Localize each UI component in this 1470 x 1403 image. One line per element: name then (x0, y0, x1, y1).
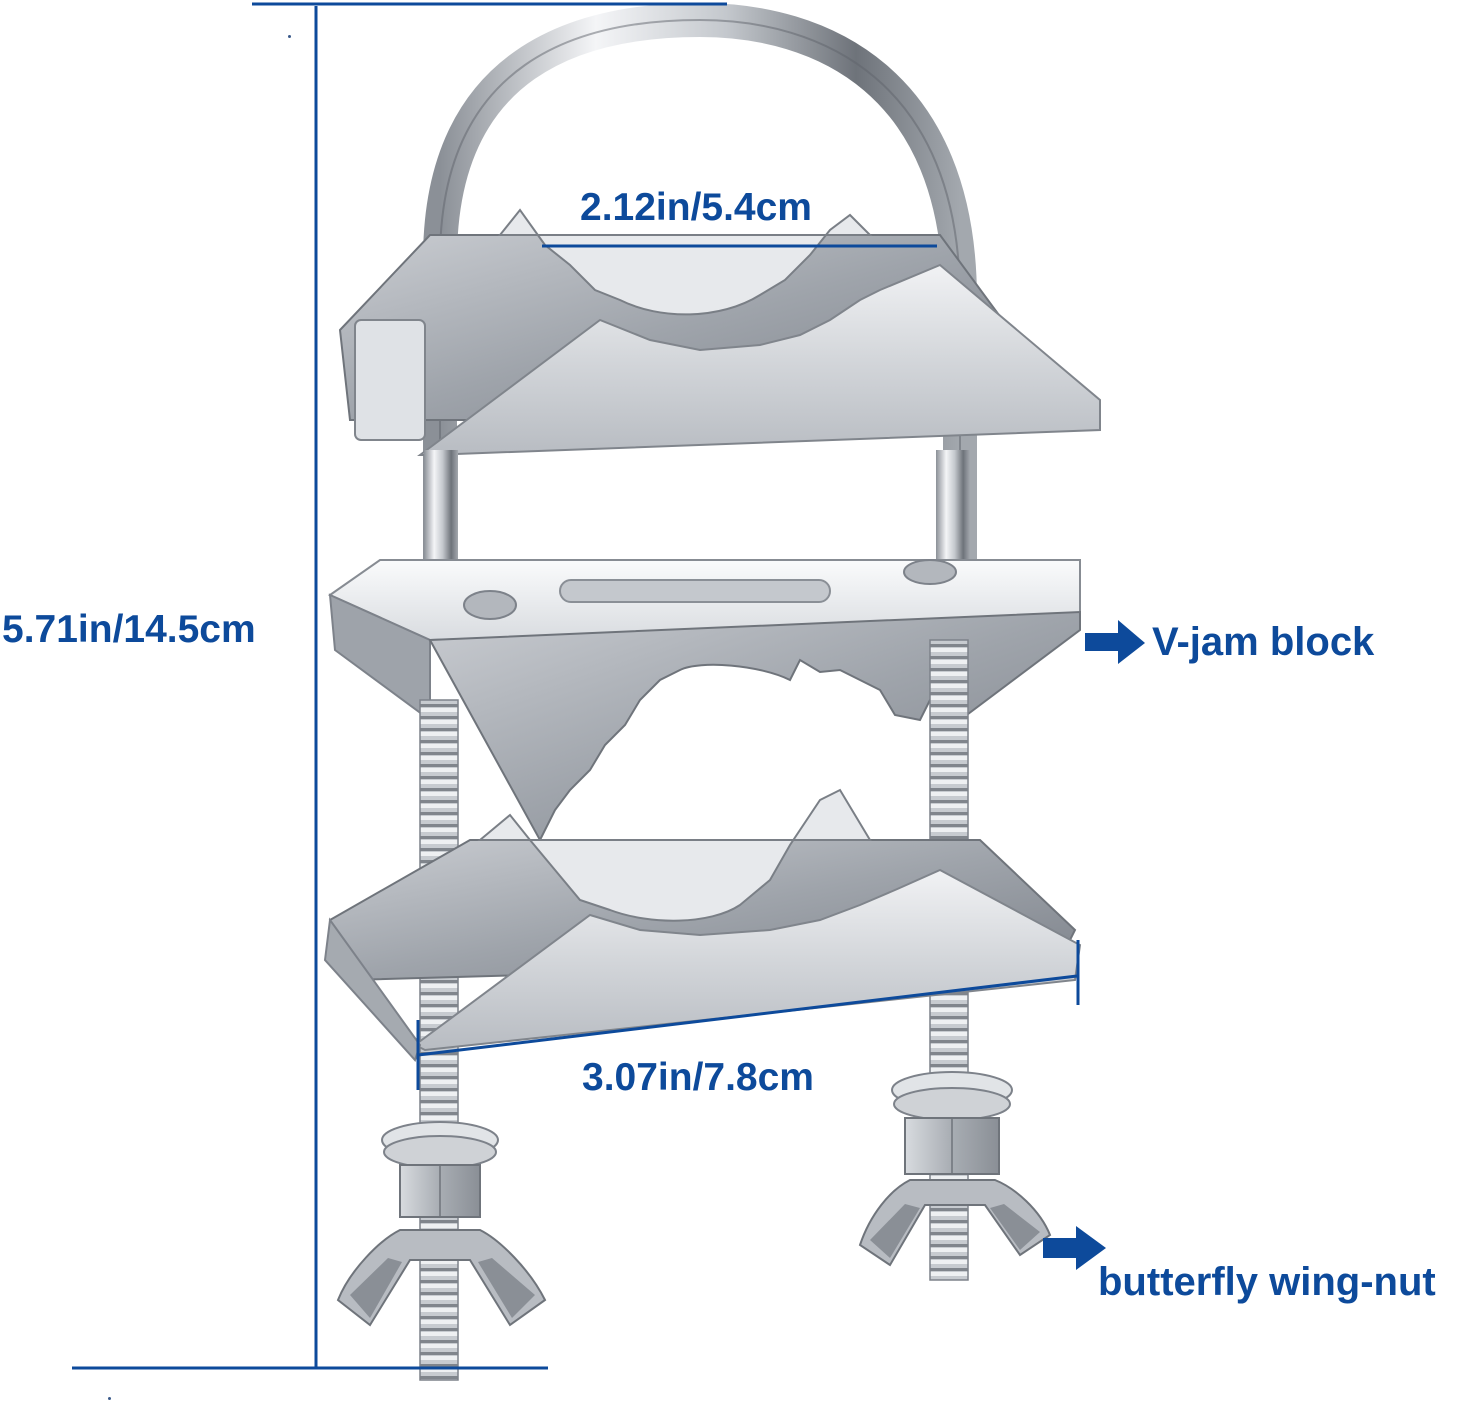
height-dimension-label: 5.71in/14.5cm (2, 608, 256, 651)
plate-width-dimension-label: 3.07in/7.8cm (582, 1056, 814, 1099)
callout-v-jam-block: V-jam block (1152, 620, 1375, 664)
decorative-dot (108, 1397, 111, 1400)
arrow-right-icon (1085, 620, 1145, 664)
inner-width-dimension-label: 2.12in/5.4cm (580, 186, 812, 229)
callout-butterfly-wing-nut: butterfly wing-nut (1098, 1260, 1436, 1304)
decorative-dot (288, 35, 291, 38)
arrow-right-icon (1043, 1226, 1106, 1270)
dimension-lines (72, 2, 1080, 1370)
